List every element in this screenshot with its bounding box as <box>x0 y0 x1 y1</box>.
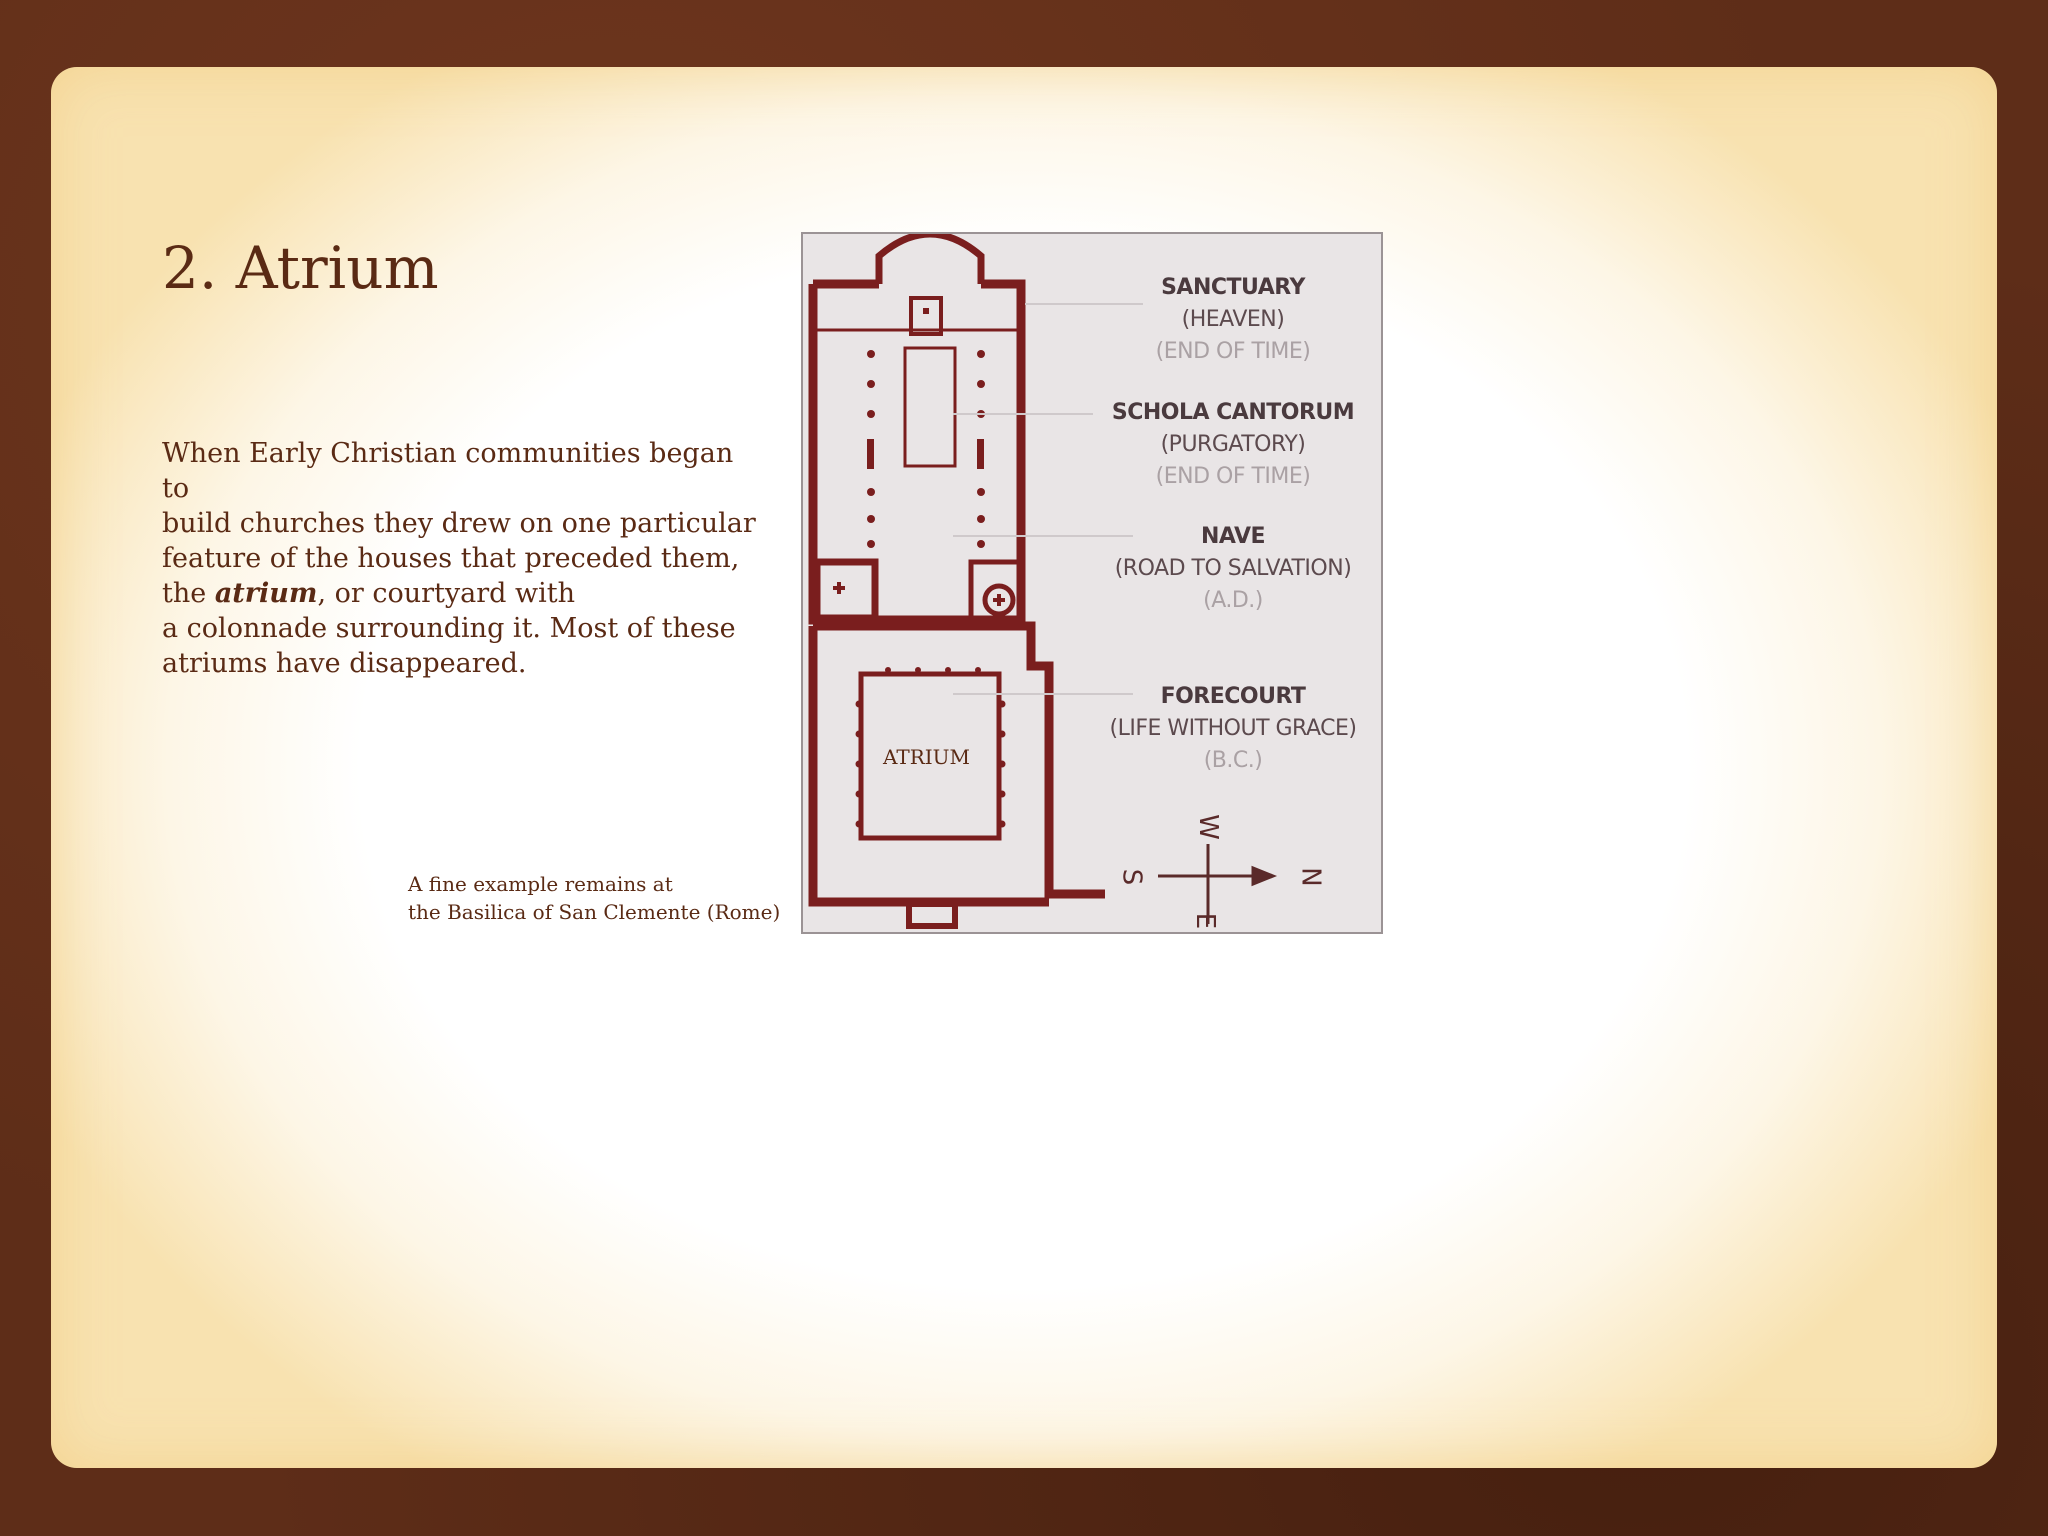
emphasized-term: atrium <box>214 578 318 609</box>
body-line: the atrium, or courtyard with <box>162 576 762 611</box>
slide-title: 2. Atrium <box>162 234 439 302</box>
label-title: NAVE <box>1201 524 1266 549</box>
body-line: a colonnade surrounding it. Most of thes… <box>162 613 736 644</box>
atrium-label: ATRIUM <box>883 745 970 769</box>
label-title: SANCTUARY <box>1161 275 1305 300</box>
forecourt-wall <box>808 621 1105 907</box>
compass-east-label: E <box>1190 912 1221 930</box>
body-line: atriums have disappeared. <box>162 648 527 679</box>
pointer-lines <box>953 303 1143 695</box>
body-line: feature of the houses that preceded them… <box>162 543 740 574</box>
label-era: (A.D.) <box>1203 588 1263 613</box>
compass-south-label: S <box>1116 868 1147 886</box>
compass-west-label: W <box>1192 814 1223 840</box>
body-text-segment: the <box>162 578 215 609</box>
label-meaning: (ROAD TO SALVATION) <box>1114 556 1352 581</box>
body-text-segment: , or courtyard with <box>317 578 576 609</box>
body-line: When Early Christian communities began t… <box>162 438 734 504</box>
compass-north-label: N <box>1295 867 1326 887</box>
label-meaning: (PURGATORY) <box>1160 432 1306 457</box>
column-dots <box>833 308 1006 828</box>
caption-line: A fine example remains at <box>408 872 673 896</box>
apse <box>875 234 985 284</box>
altar <box>909 296 943 336</box>
schola-enclosure <box>903 346 957 468</box>
label-era: (B.C.) <box>1203 748 1263 773</box>
label-title: SCHOLA CANTORUM <box>1111 400 1355 425</box>
label-era: (END OF TIME) <box>1155 464 1311 489</box>
atrium-colonnade <box>858 671 1002 841</box>
caption-line: the Basilica of San Clemente (Rome) <box>408 900 781 924</box>
gate <box>906 901 958 929</box>
label-era: (END OF TIME) <box>1155 339 1311 364</box>
chapel-round <box>982 583 1016 617</box>
body-paragraph: When Early Christian communities began t… <box>162 436 762 681</box>
basilica-floor-plan: SANCTUARY (HEAVEN) (END OF TIME) SCHOLA … <box>801 232 1383 934</box>
body-line: build churches they drew on one particul… <box>162 508 756 539</box>
plan-label-forecourt: FORECOURT (LIFE WITHOUT GRACE) (B.C.) <box>1083 681 1383 777</box>
plan-label-schola-cantorum: SCHOLA CANTORUM (PURGATORY) (END OF TIME… <box>1083 397 1383 493</box>
label-title: FORECOURT <box>1160 684 1306 709</box>
floor-plan-drawing <box>808 234 1278 929</box>
chapel-right <box>968 559 1022 621</box>
figure-caption: A fine example remains at the Basilica o… <box>408 870 780 926</box>
plan-label-nave: NAVE (ROAD TO SALVATION) (A.D.) <box>1083 521 1383 617</box>
compass-rose <box>1158 844 1278 924</box>
chapel-left <box>813 558 879 622</box>
label-meaning: (HEAVEN) <box>1181 307 1285 332</box>
label-meaning: (LIFE WITHOUT GRACE) <box>1109 716 1357 741</box>
plan-label-sanctuary: SANCTUARY (HEAVEN) (END OF TIME) <box>1083 272 1383 368</box>
